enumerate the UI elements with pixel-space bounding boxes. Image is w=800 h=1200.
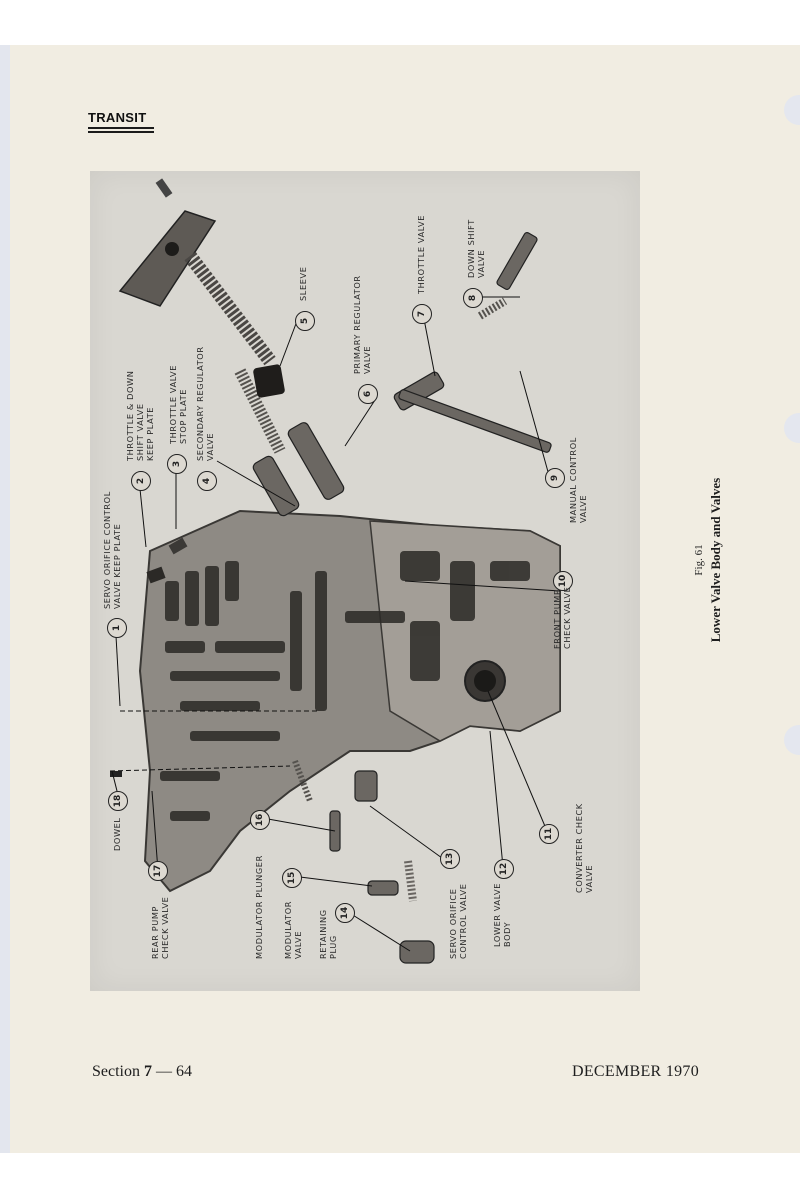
- callout-line: VALVE: [205, 432, 215, 461]
- callout-line: THROTTLE VALVE: [168, 365, 178, 444]
- valve-body-illustration: [109, 178, 561, 964]
- callout-line: CONVERTER CHECK: [574, 803, 584, 893]
- callout-line: SECONDARY REGULATOR: [195, 346, 205, 461]
- scan-edge: [0, 45, 12, 1153]
- callout-line: SHIFT VALVE: [135, 403, 145, 461]
- header-rule: [88, 127, 154, 129]
- callout-number: 15: [282, 868, 302, 888]
- callout-label: SERVO ORIFICE CONTROL VALVE: [448, 884, 468, 960]
- callout-line: PRIMARY REGULATOR: [352, 275, 362, 374]
- callout-line: SERVO ORIFICE: [448, 888, 458, 959]
- callout-label: THROTTLE VALVE: [416, 215, 426, 294]
- issue-date: DECEMBER 1970: [572, 1063, 700, 1080]
- callout-line: VALVE: [362, 345, 372, 374]
- callout-line: DOWEL: [112, 817, 122, 851]
- section-number: 7: [144, 1063, 152, 1080]
- springs: [184, 251, 508, 902]
- figure-title: Lower Valve Body and Valves: [708, 477, 723, 643]
- section-page-number: Section 7 — 64: [92, 1063, 192, 1081]
- callout-line: DOWN SHIFT: [466, 219, 476, 278]
- callout-line: THROTTLE & DOWN: [125, 370, 135, 461]
- callout-number: 6: [358, 384, 378, 404]
- callout-line: RETAINING: [318, 909, 328, 959]
- dowel: [110, 771, 122, 777]
- callout-line: MANUAL CONTROL: [568, 437, 578, 523]
- valve-body-raised-section: [369, 520, 561, 742]
- section-prefix: Section: [92, 1063, 140, 1080]
- callout-line: VALVE: [293, 930, 303, 959]
- callout-line: CHECK VALVE: [160, 896, 170, 959]
- figure-number: Fig. 61: [693, 544, 705, 576]
- callout-line: KEEP PLATE: [145, 406, 155, 461]
- punch-hole: [784, 413, 800, 443]
- callout-line: VALVE: [578, 494, 588, 523]
- valves: [252, 232, 552, 964]
- callout-line: VALVE: [584, 864, 594, 893]
- callout-label: FRONT PUMP CHECK VALVE: [552, 587, 572, 649]
- callout-label: MODULATOR PLUNGER: [254, 855, 264, 959]
- callout-number: 16: [250, 810, 270, 830]
- callout-label: REAR PUMP CHECK VALVE: [150, 897, 170, 959]
- callout-number: 8: [463, 288, 483, 308]
- callout-label: SERVO ORIFICE CONTROL VALVE KEEP PLATE: [102, 491, 122, 609]
- callout-line: CONTROL VALVE: [458, 883, 468, 960]
- callout-line: BODY: [502, 921, 512, 947]
- callout-line: MODULATOR: [283, 900, 293, 959]
- callout-label: MODULATOR VALVE: [283, 901, 303, 959]
- callout-number: 5: [295, 311, 315, 331]
- callout-label: RETAINING PLUG: [318, 909, 338, 959]
- callout-label: LOWER VALVE BODY: [492, 883, 512, 947]
- callout-line: SERVO ORIFICE CONTROL: [102, 491, 112, 609]
- callout-line: STOP PLATE: [178, 388, 188, 444]
- callout-label: MANUAL CONTROL VALVE: [568, 437, 588, 523]
- callout-number: 18: [108, 791, 128, 811]
- leader-lines: [109, 296, 561, 952]
- page-number: — 64: [156, 1063, 192, 1080]
- callout-label: DOWN SHIFT VALVE: [466, 219, 486, 278]
- callout-number: 7: [412, 304, 432, 324]
- callout-label: PRIMARY REGULATOR VALVE: [352, 275, 372, 374]
- callout-number: 1: [107, 618, 127, 638]
- callout-line: VALVE KEEP PLATE: [112, 523, 122, 609]
- callout-number: 9: [545, 468, 565, 488]
- punch-hole: [784, 725, 800, 755]
- callout-label: THROTTLE VALVE STOP PLATE: [168, 365, 188, 444]
- punch-hole: [784, 95, 800, 125]
- callout-label: THROTTLE & DOWN SHIFT VALVE KEEP PLATE: [125, 371, 155, 461]
- keep-plate: [118, 210, 217, 307]
- callout-line: SLEEVE: [298, 266, 308, 301]
- running-header: TRANSIT: [88, 109, 154, 133]
- callout-number: 11: [539, 824, 559, 844]
- callout-label: CONVERTER CHECK VALVE: [574, 803, 594, 893]
- callout-number: 17: [148, 861, 168, 881]
- callout-line: LOWER VALVE: [492, 883, 502, 947]
- callout-line: FRONT PUMP: [552, 589, 562, 649]
- callout-label: SECONDARY REGULATOR VALVE: [195, 346, 215, 461]
- callout-number: 3: [167, 454, 187, 474]
- callout-number: 14: [335, 903, 355, 923]
- header-brand: TRANSIT: [88, 110, 147, 125]
- exploded-view-photo: 1 SERVO ORIFICE CONTROL VALVE KEEP PLATE…: [90, 171, 640, 991]
- callout-number: 2: [131, 471, 151, 491]
- callout-line: VALVE: [476, 249, 486, 278]
- sleeve: [253, 364, 285, 398]
- valve-body-passages: [160, 551, 530, 821]
- callout-line: PLUG: [328, 935, 338, 959]
- callout-number: 4: [197, 471, 217, 491]
- callout-number: 13: [440, 849, 460, 869]
- figure-caption: Fig. 61 Lower Valve Body and Valves: [692, 430, 724, 690]
- callout-line: MODULATOR PLUNGER: [254, 855, 264, 959]
- callout-line: REAR PUMP: [150, 905, 160, 959]
- callout-number: 12: [494, 859, 514, 879]
- callout-label: DOWEL: [112, 817, 122, 851]
- callout-line: CHECK VALVE: [562, 586, 572, 649]
- callout-line: THROTTLE VALVE: [416, 215, 426, 294]
- header-rule: [88, 131, 154, 133]
- callout-label: SLEEVE: [298, 267, 308, 301]
